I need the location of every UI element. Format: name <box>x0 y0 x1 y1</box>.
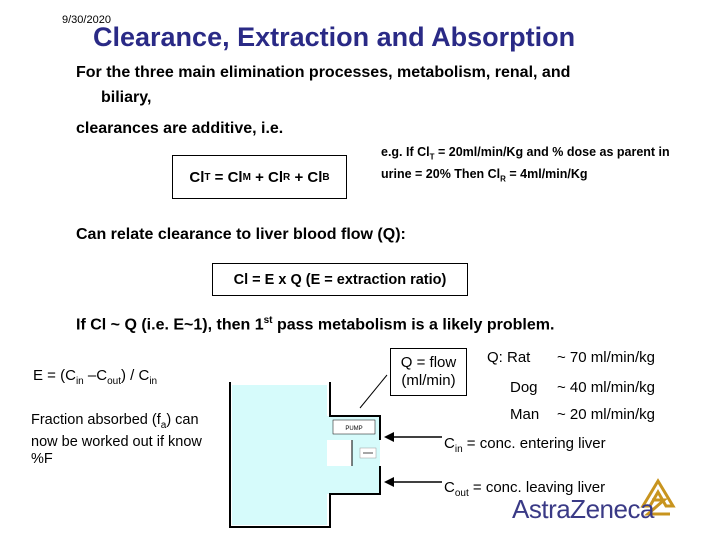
pump-label: PUMP <box>345 426 362 432</box>
first-pass-statement: If Cl ~ Q (i.e. E~1), then 1st pass meta… <box>76 315 555 334</box>
pump-box <box>332 419 376 435</box>
intro-line-3: clearances are additive, i.e. <box>76 120 284 137</box>
flow-value-man: ~ 20 ml/min/kg <box>557 406 655 423</box>
flow-species-man: Man <box>510 406 540 423</box>
clearance-example-note: e.g. If ClT = 20ml/min/Kg and % dose as … <box>381 145 670 183</box>
intro-line-1: For the three main elimination processes… <box>76 64 571 81</box>
slide-date: 9/30/2020 <box>62 14 111 26</box>
reservoir-outline <box>229 382 381 528</box>
inlet-outline <box>329 382 381 440</box>
fraction-absorbed-note: Fraction absorbed (fa) can now be worked… <box>31 412 202 467</box>
c-in-definition: Cin = conc. entering liver <box>444 435 606 455</box>
extraction-ratio-formula: E = (Cin –Cout) / Cin <box>33 367 158 387</box>
relate-clearance-text: Can relate clearance to liver blood flow… <box>76 226 406 243</box>
flow-species-rat: Q: Rat <box>487 349 531 366</box>
q-connector-line <box>359 374 388 409</box>
q-flow-label: Q = flow (ml/min) <box>390 348 467 396</box>
intro-line-2: biliary, <box>101 89 152 106</box>
astrazeneca-logo-text: AstraZeneca <box>512 494 654 524</box>
clearance-flow-equation: Cl = E x Q (E = extraction ratio) <box>212 263 468 296</box>
slide-title: Clearance, Extraction and Absorption <box>93 22 576 52</box>
c-out-definition: Cout = conc. leaving liver <box>444 479 606 499</box>
flow-species-dog: Dog <box>510 379 538 396</box>
reservoir-liquid <box>232 385 327 525</box>
cin-arrowhead <box>384 432 394 442</box>
cout-arrowhead <box>384 477 394 487</box>
flow-value-dog: ~ 40 ml/min/kg <box>557 379 655 396</box>
astrazeneca-symbol-icon <box>640 478 676 516</box>
outlet-tube <box>327 466 380 494</box>
flow-value-rat: ~ 70 ml/min/kg <box>557 349 655 366</box>
